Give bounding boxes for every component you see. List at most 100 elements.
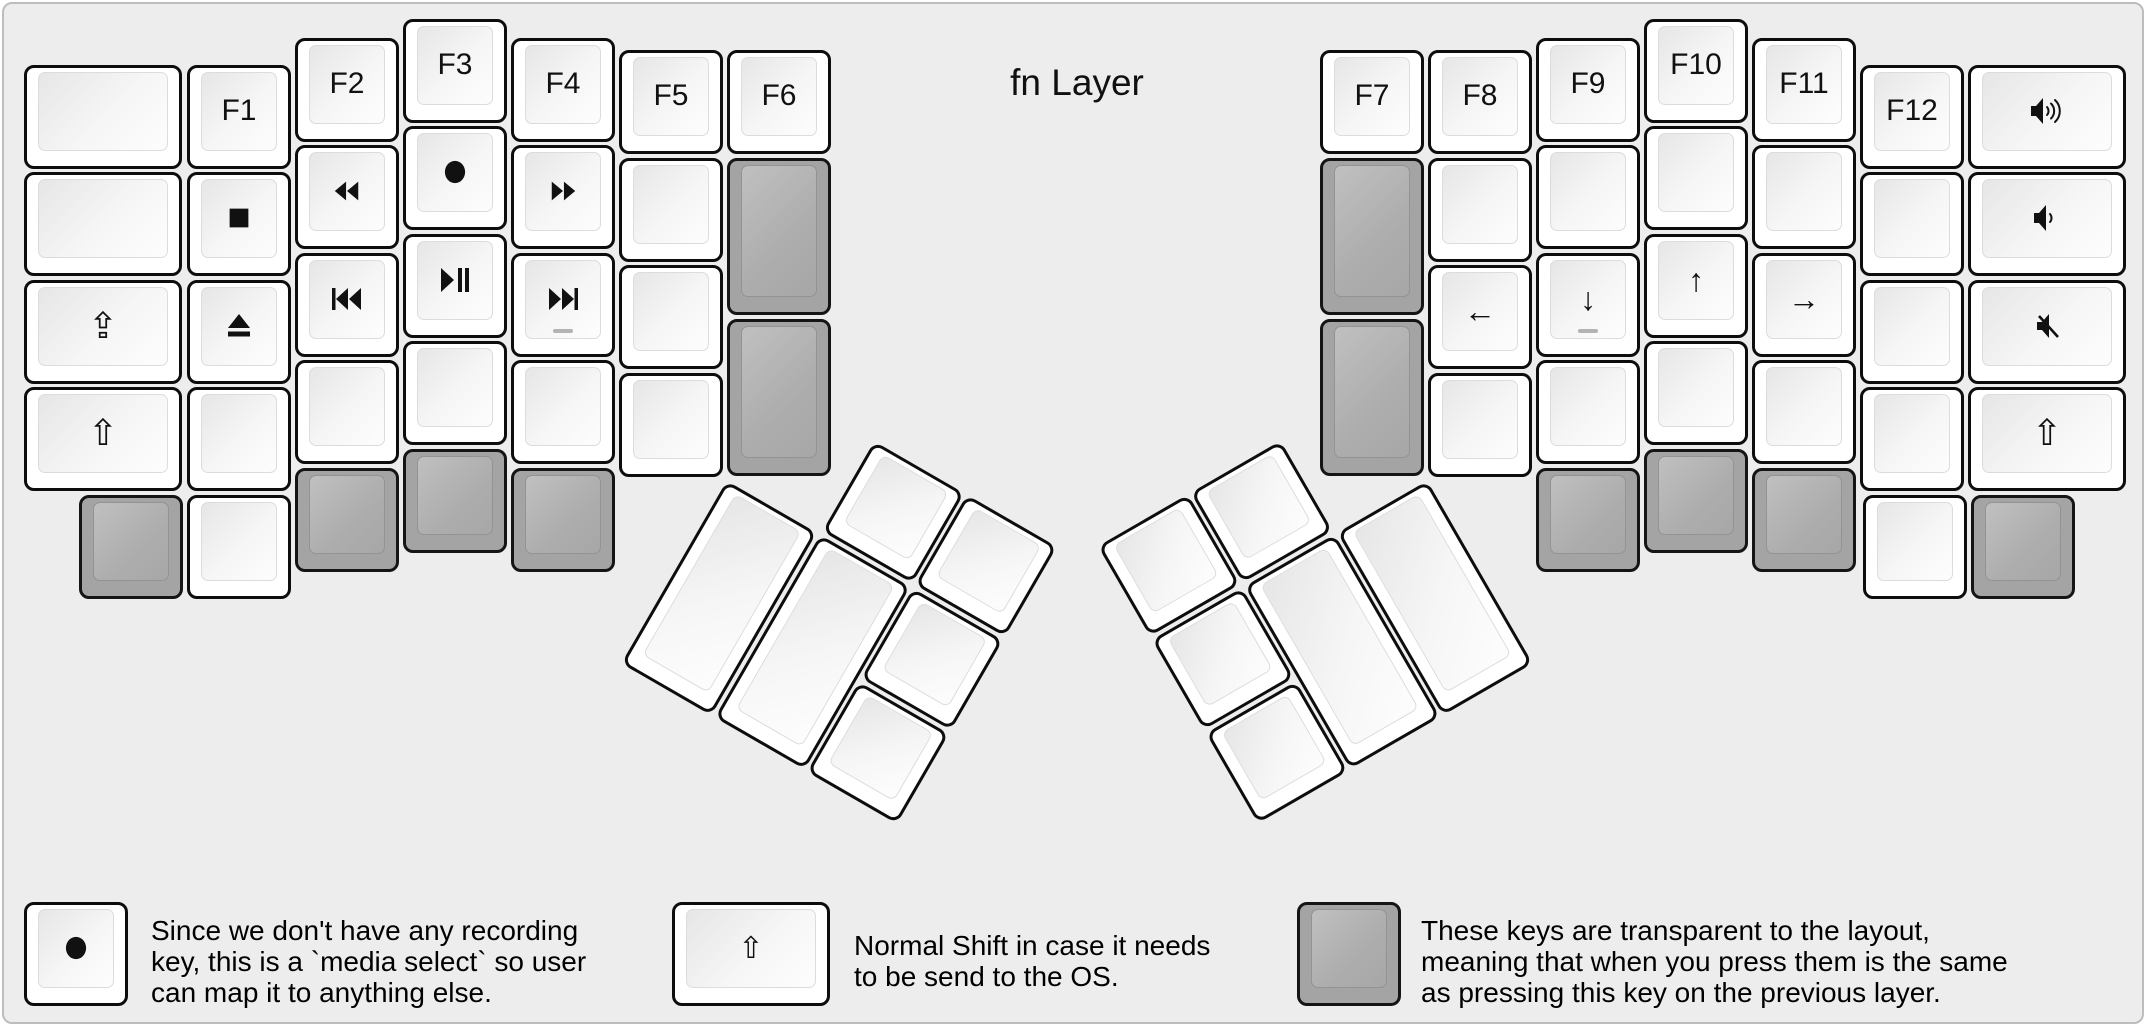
legend-record-key[interactable] — [24, 902, 128, 1006]
keycap-surface — [1334, 326, 1410, 458]
key-blank[interactable] — [1860, 387, 1964, 491]
key-transparent[interactable] — [1536, 468, 1640, 572]
key-transparent[interactable] — [295, 468, 399, 572]
key-shift[interactable]: ⇧ — [1968, 387, 2126, 491]
keycap-surface — [38, 287, 168, 366]
key-arrow-right[interactable]: → — [1752, 253, 1856, 357]
key-shift[interactable]: ⇧ — [24, 387, 182, 491]
key-f9[interactable]: F9 — [1536, 38, 1640, 142]
keycap-surface — [1311, 909, 1387, 988]
key-blank[interactable] — [619, 265, 723, 369]
key-blank[interactable] — [1428, 373, 1532, 477]
keycap-surface — [1985, 502, 2061, 581]
key-label: F2 — [329, 67, 365, 100]
keycap-surface — [1982, 179, 2112, 258]
key-f10[interactable]: F10 — [1644, 19, 1748, 123]
key-f3[interactable]: F3 — [403, 19, 507, 123]
legend-transparent-key[interactable] — [1297, 902, 1401, 1006]
key-blank[interactable] — [1752, 145, 1856, 249]
key-f6[interactable]: F6 — [727, 50, 831, 154]
key-record[interactable] — [403, 126, 507, 230]
key-f2[interactable]: F2 — [295, 38, 399, 142]
key-transparent[interactable] — [1320, 158, 1424, 315]
key-blank[interactable] — [187, 495, 291, 599]
key-blank[interactable] — [1536, 145, 1640, 249]
legend-shift-key[interactable]: ⇧ — [672, 902, 830, 1006]
key-arrow-up[interactable]: ↑ — [1644, 234, 1748, 338]
key-transparent[interactable] — [1752, 468, 1856, 572]
key-transparent[interactable] — [511, 468, 615, 572]
record-icon — [27, 905, 125, 991]
keycap-surface — [1766, 367, 1842, 446]
key-transparent[interactable] — [727, 158, 831, 315]
key-f4[interactable]: F4 — [511, 38, 615, 142]
key-arrow-down[interactable]: ↓ — [1536, 253, 1640, 357]
keycap-surface — [417, 348, 493, 427]
key-blank[interactable] — [403, 341, 507, 445]
key-transparent[interactable] — [1971, 495, 2075, 599]
key-caps[interactable]: ⇪ — [24, 280, 182, 384]
key-blank[interactable] — [619, 158, 723, 262]
keycap-surface — [686, 909, 816, 988]
key-label: F7 — [1354, 79, 1390, 112]
key-play-pause[interactable] — [403, 234, 507, 338]
key-transparent[interactable] — [403, 449, 507, 553]
key-label: ← — [1464, 292, 1496, 329]
key-label: F9 — [1570, 67, 1606, 100]
keycap-surface — [633, 57, 709, 136]
key-blank[interactable] — [511, 360, 615, 464]
key-volume-down[interactable] — [1968, 172, 2126, 276]
key-blank[interactable] — [1860, 280, 1964, 384]
key-f12[interactable]: F12 — [1860, 65, 1964, 169]
key-blank[interactable] — [1752, 360, 1856, 464]
key-blank[interactable] — [1428, 158, 1532, 262]
keycap-surface — [525, 475, 601, 554]
key-label: F8 — [1462, 79, 1498, 112]
keycap-surface — [633, 272, 709, 351]
volume-up-icon — [1971, 68, 2123, 154]
key-mute[interactable] — [1968, 280, 2126, 384]
keycap-surface — [1766, 45, 1842, 124]
key-transparent[interactable] — [79, 495, 183, 599]
key-f8[interactable]: F8 — [1428, 50, 1532, 154]
keycap-surface — [1877, 502, 1953, 581]
key-arrow-left[interactable]: ← — [1428, 265, 1532, 369]
key-label: ⇧ — [738, 931, 764, 965]
keycap-surface — [38, 179, 168, 258]
key-blank[interactable] — [1860, 172, 1964, 276]
key-blank[interactable] — [1644, 341, 1748, 445]
key-blank[interactable] — [1863, 495, 1967, 599]
keycap-surface — [741, 57, 817, 136]
legend-text-line: can map it to anything else. — [151, 977, 492, 1008]
key-blank[interactable] — [1644, 126, 1748, 230]
key-volume-up[interactable] — [1968, 65, 2126, 169]
key-transparent[interactable] — [727, 319, 831, 476]
key-fast-forward[interactable] — [511, 145, 615, 249]
key-transparent[interactable] — [1644, 449, 1748, 553]
key-blank[interactable] — [24, 172, 182, 276]
key-prev-track[interactable] — [295, 253, 399, 357]
key-f11[interactable]: F11 — [1752, 38, 1856, 142]
key-stop[interactable] — [187, 172, 291, 276]
key-blank[interactable] — [24, 65, 182, 169]
legend-text-line: to be send to the OS. — [854, 961, 1119, 992]
key-next-track[interactable] — [511, 253, 615, 357]
key-blank[interactable] — [187, 387, 291, 491]
keycap-surface — [525, 367, 601, 446]
keycap-surface — [201, 502, 277, 581]
key-transparent[interactable] — [1320, 319, 1424, 476]
key-f1[interactable]: F1 — [187, 65, 291, 169]
key-rewind[interactable] — [295, 145, 399, 249]
key-blank[interactable] — [1536, 360, 1640, 464]
key-blank[interactable] — [295, 360, 399, 464]
key-f5[interactable]: F5 — [619, 50, 723, 154]
volume-down-icon — [1971, 175, 2123, 261]
keycap-surface — [1550, 260, 1626, 339]
key-blank[interactable] — [619, 373, 723, 477]
key-eject[interactable] — [187, 280, 291, 384]
legend-text-line: These keys are transparent to the layout… — [1421, 915, 1930, 946]
key-f7[interactable]: F7 — [1320, 50, 1424, 154]
